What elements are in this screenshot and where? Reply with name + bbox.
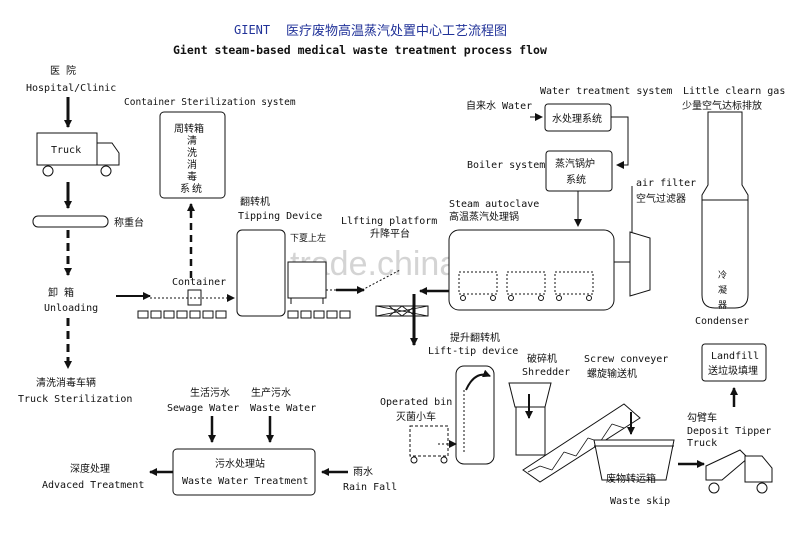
rain-label-cn: 雨水 [353,466,373,478]
wwt-label-en: Waste Water Treatment [182,476,308,487]
condenser-cn-0: 冷 [718,269,727,281]
condenser-cn-2: 器 [718,300,727,311]
tipping-partial-label: 下夏上左 [290,232,326,244]
landfill-label-en: Landfill [711,351,759,362]
shredder-body [515,406,546,456]
screw-label-en: Screw conveyer [584,354,668,365]
cs-line-6: 统 [192,182,202,195]
wwt-box [172,448,316,496]
autoclave-label-cn: 高温蒸汽处理锅 [449,210,519,223]
truck-label: Truck [51,145,81,156]
hospital-label-en: Hospital/Clinic [26,83,116,94]
tipping-label-en: Tipping Device [238,211,322,222]
boiler-box [545,150,613,192]
cs-line-56: 系 [180,183,190,195]
container-sterilization-label: Container Sterilization system [124,97,296,108]
operated-bin-box [409,425,449,457]
truck-sterilization-en: Truck Sterilization [18,394,132,405]
water-input-label: 自来水 Water [466,99,532,112]
unloading-label-en: Unloading [44,303,98,314]
container-sterilization-box [159,111,226,199]
advanced-label-cn: 深度处理 [70,462,110,475]
deposit-truck-en-1: Truck [687,438,717,449]
air-filter-label-cn: 空气过滤器 [636,192,686,205]
truck-icon [36,132,120,177]
autoclave-carts [458,271,594,295]
lifting-incline [361,269,401,291]
rain-label-en: Rain Fall [343,482,397,493]
weighing-scale-icon [32,215,109,228]
cs-line-1: 清 [187,134,197,147]
cs-line-0: 周转箱 [174,122,204,135]
shredder-label-cn: 破碎机 [527,352,557,365]
conveyor-2 [287,310,351,319]
deposit-truck-en-0: Deposit Tipper [687,426,771,437]
sewage-label-en: Sewage Water [167,403,239,414]
boiler-label: Boiler system [467,160,545,171]
container-label: Container [172,277,226,288]
shredder-label-en: Shredder [522,367,570,378]
cs-line-4: 毒 [187,170,197,183]
title-chinese: 医疗废物高温蒸汽处置中心工艺流程图 [286,23,507,39]
sewage-label-cn: 生活污水 [190,386,230,399]
title-english: Gient steam-based medical waste treatmen… [173,43,547,57]
hospital-label-cn: 医 院 [50,64,76,77]
screw-conveyor [522,403,641,483]
waste-water-label-cn: 生产污水 [251,386,291,399]
condenser-shape [701,111,749,309]
pipe-autoclave-filter [614,186,633,263]
landfill-box [701,343,767,382]
lifting-platform-box [287,261,327,299]
boiler-line-1: 系统 [566,173,586,186]
unloading-label-cn: 卸 箱 [48,286,74,299]
exhaust-label-en: Little clearn gas [683,86,785,97]
water-treatment-box-label: 水处理系统 [552,112,602,125]
wwt-label-cn: 污水处理站 [215,457,265,470]
operated-bin-label-en: Operated bin [380,397,452,408]
air-filter-label-en: air filter [636,178,696,189]
condenser-cn-1: 凝 [718,285,727,296]
waste-water-label-en: Waste Water [250,403,316,414]
brand-name: GIENT [234,23,270,37]
waste-skip-shape [593,439,675,481]
waste-skip-label-cn: 废物转运箱 [606,472,656,485]
tipper-truck-icon [705,449,773,494]
autoclave-vessel [448,229,615,311]
tipping-label-cn: 翻转机 [240,195,270,208]
lift-tip-label-en: Lift-tip device [428,346,518,357]
water-treatment-header: Water treatment system [540,86,672,97]
autoclave-label-en: Steam autoclave [449,199,539,210]
air-filter-shape [629,231,651,297]
deposit-truck-cn: 勾臂车 [687,411,717,424]
cs-line-2: 洗 [187,147,197,159]
x-conveyor [375,305,429,317]
advanced-label-en: Advaced Treatment [42,480,144,491]
lifting-label-en: Llfting platform [341,216,437,227]
cs-line-3: 消 [187,158,197,171]
operated-bin-label-cn: 灭菌小车 [396,410,436,423]
tipping-device-box [236,229,286,317]
waste-skip-label-en: Waste skip [610,496,670,507]
boiler-line-0: 蒸汽锅炉 [555,157,595,170]
landfill-label-cn: 送垃圾填埋 [708,364,758,377]
arrow-lift-tip [465,369,491,391]
lift-tip-box [455,365,495,465]
scale-label: 称重台 [114,216,144,229]
truck-sterilization-cn: 清洗消毒车辆 [36,376,96,389]
condenser-label-en: Condenser [695,316,749,327]
lift-tip-label-cn: 提升翻转机 [450,331,500,344]
exhaust-label-cn: 少量空气达标排放 [682,99,762,112]
conveyor-1 [137,310,227,319]
lifting-label-cn: 升降平台 [370,227,410,240]
screw-label-cn: 螺旋输送机 [587,367,637,380]
arrow-water-boiler [611,116,629,169]
